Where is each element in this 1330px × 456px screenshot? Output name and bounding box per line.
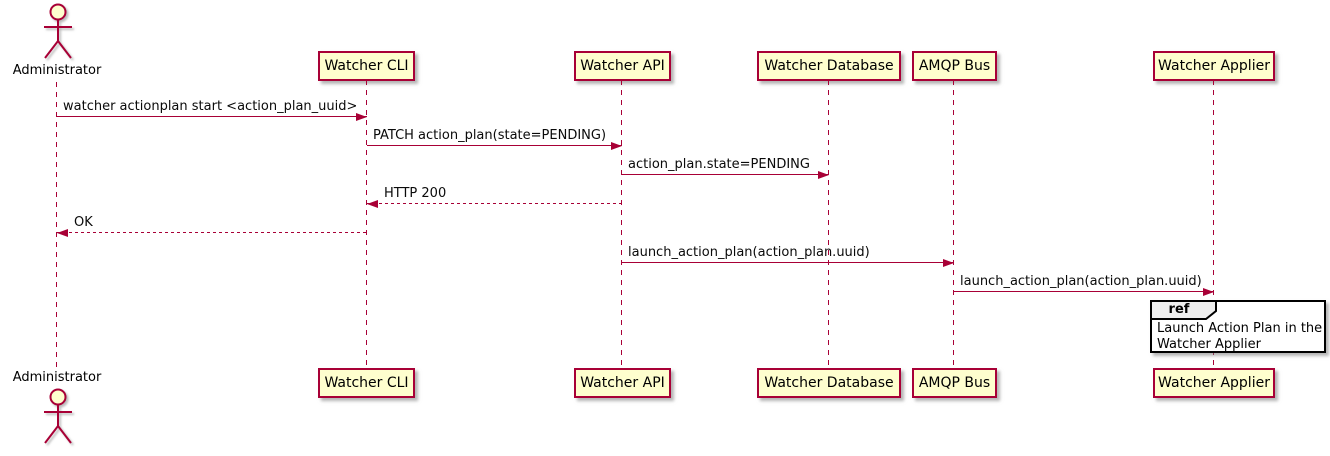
message-line (367, 144, 622, 146)
message-label: watcher actionplan start <action_plan_uu… (63, 99, 358, 114)
message-line (622, 261, 954, 263)
ref-text-line2: Watcher Applier (1157, 337, 1261, 352)
participant-amqp-bus-top: AMQP Bus (912, 51, 997, 81)
message-ok: OK (57, 215, 367, 237)
message-label: HTTP 200 (384, 186, 447, 201)
message-launch-action-plan-bus: launch_action_plan(action_plan.uuid) (622, 245, 954, 267)
participant-watcher-applier-top: Watcher Applier (1153, 51, 1275, 81)
participant-watcher-api-top: Watcher API (574, 51, 671, 81)
actor-label-administrator-top: Administrator (12, 63, 102, 78)
actor-label-administrator-bottom: Administrator (12, 370, 102, 385)
ref-text: Launch Action Plan in the Watcher Applie… (1157, 321, 1322, 353)
lifeline-watcher-applier (1213, 80, 1214, 368)
participant-watcher-applier-bottom: Watcher Applier (1153, 368, 1275, 398)
arrowhead-right-icon (1203, 288, 1214, 296)
arrowhead-left-icon (367, 200, 378, 208)
lifeline-amqp-bus (953, 80, 954, 368)
message-line (57, 231, 367, 233)
ref-fragment: ref Launch Action Plan in the Watcher Ap… (1150, 300, 1326, 353)
message-actionplan-start: watcher actionplan start <action_plan_uu… (57, 99, 367, 121)
lifeline-administrator (56, 82, 57, 368)
ref-pentagon-icon (1150, 300, 1217, 320)
message-label: PATCH action_plan(state=PENDING) (373, 128, 607, 143)
message-label: OK (74, 215, 93, 230)
participant-watcher-cli-top: Watcher CLI (318, 51, 415, 81)
message-line (622, 173, 829, 175)
participant-amqp-bus-bottom: AMQP Bus (912, 368, 997, 398)
actor-administrator-icon (44, 388, 72, 444)
participant-watcher-api-bottom: Watcher API (574, 368, 671, 398)
participant-watcher-cli-bottom: Watcher CLI (318, 368, 415, 398)
arrowhead-right-icon (818, 171, 829, 179)
arrowhead-right-icon (356, 113, 367, 121)
message-launch-action-plan-applier: launch_action_plan(action_plan.uuid) (954, 274, 1214, 296)
arrowhead-right-icon (943, 259, 954, 267)
arrowhead-right-icon (611, 142, 622, 150)
message-label: launch_action_plan(action_plan.uuid) (628, 245, 870, 260)
ref-keyword: ref (1168, 302, 1190, 317)
ref-header: ref (1150, 300, 1218, 320)
participant-watcher-database-top: Watcher Database (757, 51, 901, 81)
lifeline-watcher-api (621, 80, 622, 368)
message-label: action_plan.state=PENDING (628, 157, 810, 172)
lifeline-watcher-cli (366, 80, 367, 368)
arrowhead-left-icon (57, 229, 68, 237)
message-line (57, 115, 367, 117)
ref-text-line1: Launch Action Plan in the (1157, 321, 1323, 336)
actor-administrator-icon (44, 3, 72, 59)
message-http-200: HTTP 200 (367, 186, 622, 208)
message-line (954, 290, 1214, 292)
message-label: launch_action_plan(action_plan.uuid) (960, 274, 1202, 289)
message-state-pending: action_plan.state=PENDING (622, 157, 829, 179)
message-line (367, 202, 622, 204)
message-patch-action-plan: PATCH action_plan(state=PENDING) (367, 128, 622, 150)
participant-watcher-database-bottom: Watcher Database (757, 368, 901, 398)
lifeline-watcher-database (828, 80, 829, 368)
